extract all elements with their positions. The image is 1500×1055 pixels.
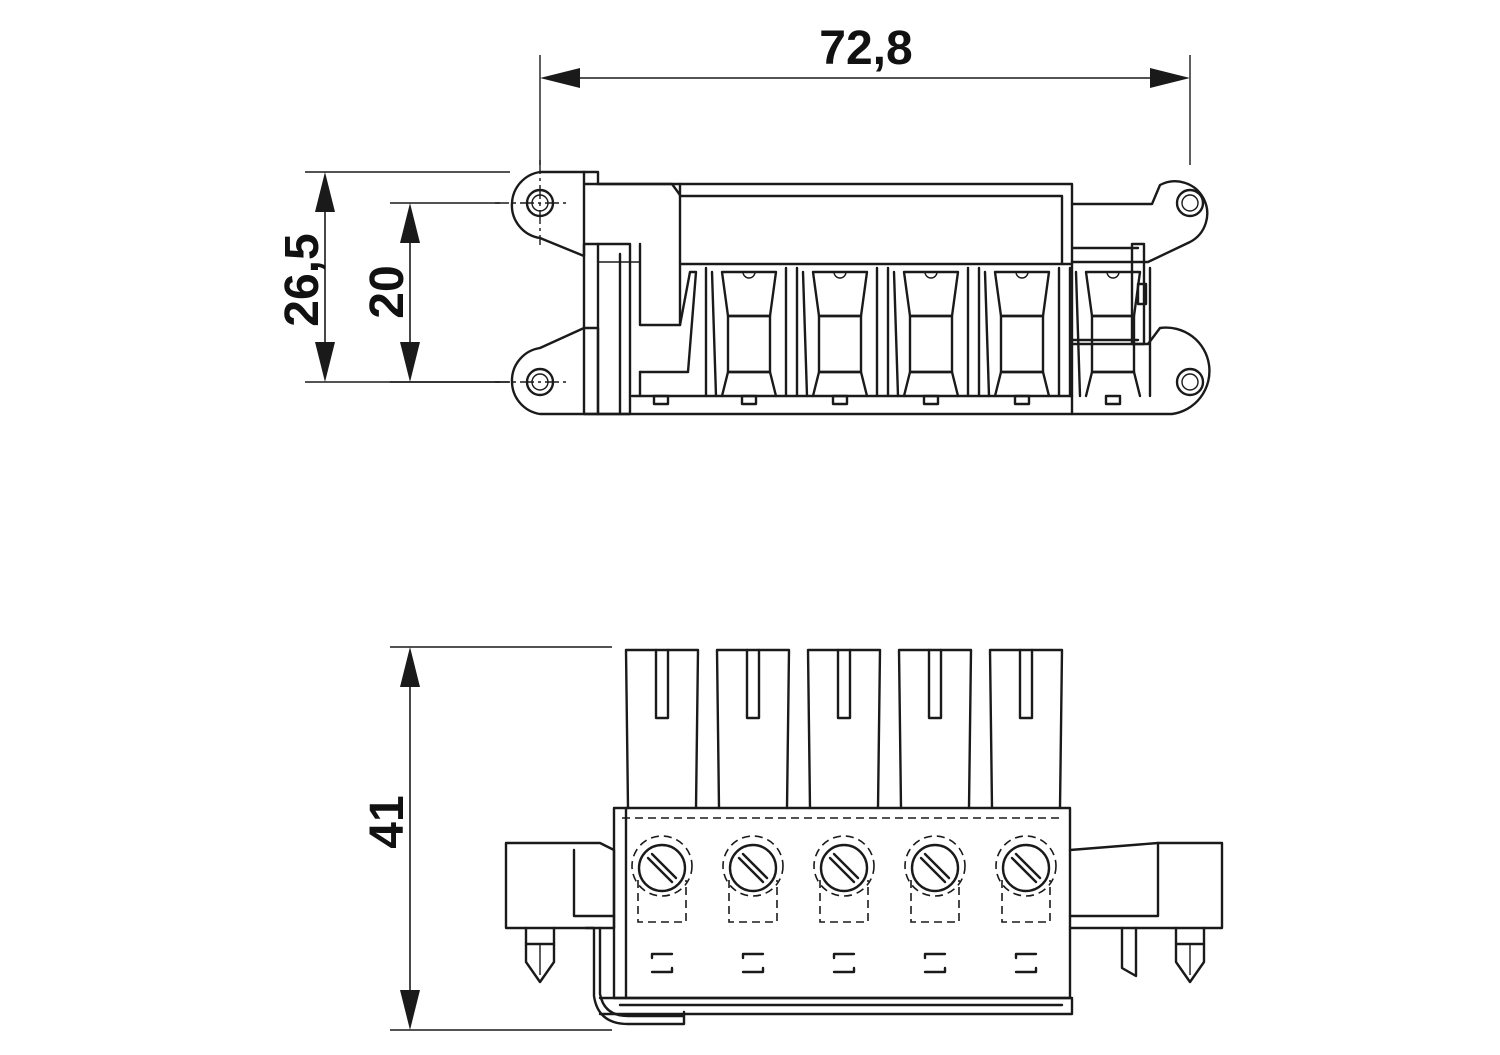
dimension-label-mount-height: 26,5	[276, 233, 329, 326]
right-pcb-pin	[1174, 926, 1206, 984]
top-pole-chamber	[795, 266, 879, 406]
front-pole	[624, 648, 700, 974]
top-pole-chamber	[886, 266, 970, 406]
right-flanges	[1070, 180, 1211, 416]
dimension-overall-width: 72,8	[539, 22, 1191, 165]
top-view-body	[582, 170, 1074, 416]
front-pole	[715, 648, 791, 974]
front-pole	[806, 648, 882, 974]
top-view: 72,8 26,5 20	[276, 22, 1211, 416]
left-pcb-pin	[524, 926, 556, 984]
left-lower-flange	[495, 326, 600, 416]
top-view-poles	[638, 266, 1152, 406]
top-pole-chamber	[638, 270, 698, 406]
front-view: 41	[361, 646, 1224, 1031]
left-upper-flange	[495, 160, 586, 258]
top-pole-chamber	[977, 266, 1061, 406]
top-pole-chamber	[704, 266, 788, 406]
front-pole	[988, 648, 1064, 974]
dimension-label-pitch-height: 20	[361, 265, 414, 318]
dimension-total-height: 41	[361, 646, 612, 1031]
top-pole-chamber	[1068, 266, 1152, 406]
dimension-label-total-height: 41	[361, 795, 414, 848]
front-pole	[897, 648, 973, 974]
dimension-pitch-height: 20	[361, 202, 500, 383]
dimension-label-overall-width: 72,8	[819, 22, 912, 75]
front-view-housing	[504, 806, 1224, 1026]
front-view-poles	[624, 648, 1064, 974]
